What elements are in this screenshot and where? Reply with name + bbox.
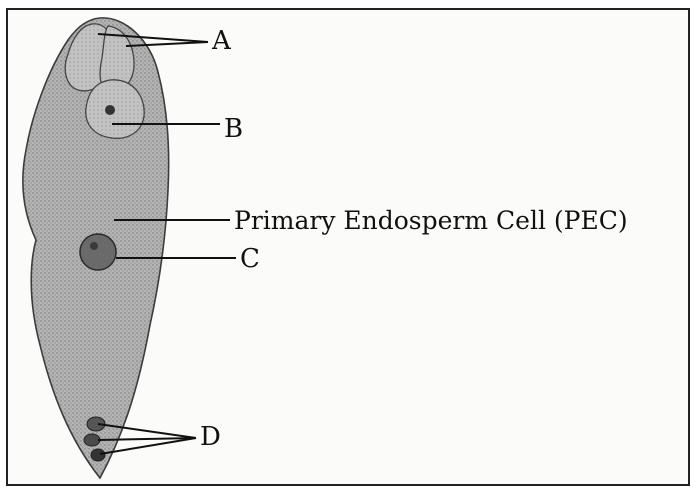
antipodal-cell-2 — [84, 434, 100, 446]
label-a: A — [212, 28, 231, 54]
label-primary-endosperm-cell: Primary Endosperm Cell (PEC) — [234, 208, 628, 233]
label-d: D — [200, 424, 221, 450]
label-b: B — [224, 116, 243, 142]
secondary-nucleus — [80, 234, 116, 270]
nucleolus — [90, 242, 98, 250]
egg-nucleus — [105, 105, 115, 115]
antipodal-cell-3 — [91, 449, 105, 461]
egg-cell — [86, 80, 144, 138]
label-c: C — [240, 246, 260, 272]
